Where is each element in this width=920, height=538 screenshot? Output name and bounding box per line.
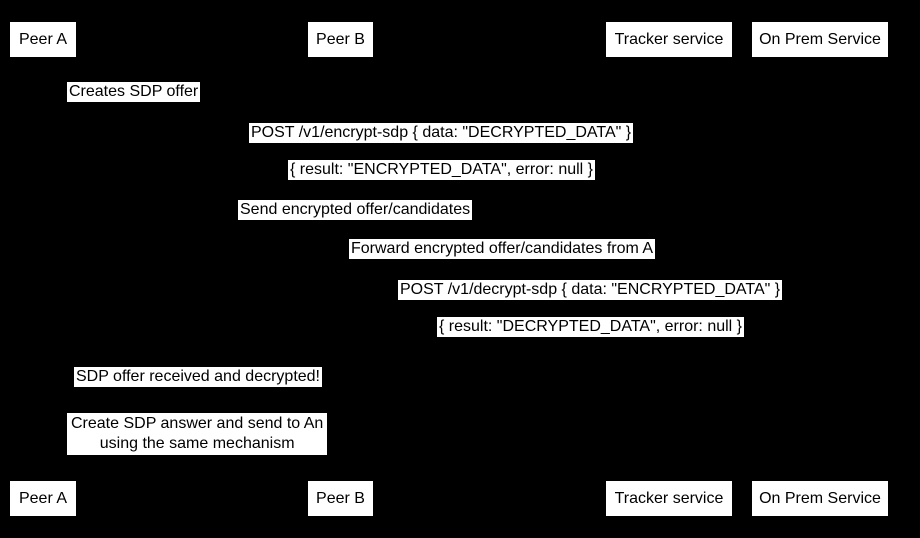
message-creates-sdp-offer: Creates SDP offer [67,82,201,102]
participant-tracker-service-bottom: Tracker service [606,481,732,516]
participant-tracker-service-top: Tracker service [606,22,732,57]
participant-peer-a-top: Peer A [10,22,76,57]
message-decrypt-result: { result: "DECRYPTED_DATA", error: null … [437,317,745,337]
message-send-encrypted-offer: Send encrypted offer/candidates [238,200,473,220]
participant-peer-a-bottom: Peer A [10,481,76,516]
message-forward-encrypted-offer: Forward encrypted offer/candidates from … [349,239,656,259]
participant-on-prem-service-top: On Prem Service [752,22,888,57]
participant-peer-b-bottom: Peer B [308,481,373,516]
participant-on-prem-service-bottom: On Prem Service [752,481,888,516]
note-create-sdp-answer: Create SDP answer and send to An using t… [67,413,328,455]
message-sdp-offer-received: SDP offer received and decrypted! [74,367,322,387]
message-encrypt-result: { result: "ENCRYPTED_DATA", error: null … [288,160,596,180]
participant-peer-b-top: Peer B [308,22,373,57]
message-post-decrypt-sdp: POST /v1/decrypt-sdp { data: "ENCRYPTED_… [398,280,783,300]
message-post-encrypt-sdp: POST /v1/encrypt-sdp { data: "DECRYPTED_… [249,123,634,143]
